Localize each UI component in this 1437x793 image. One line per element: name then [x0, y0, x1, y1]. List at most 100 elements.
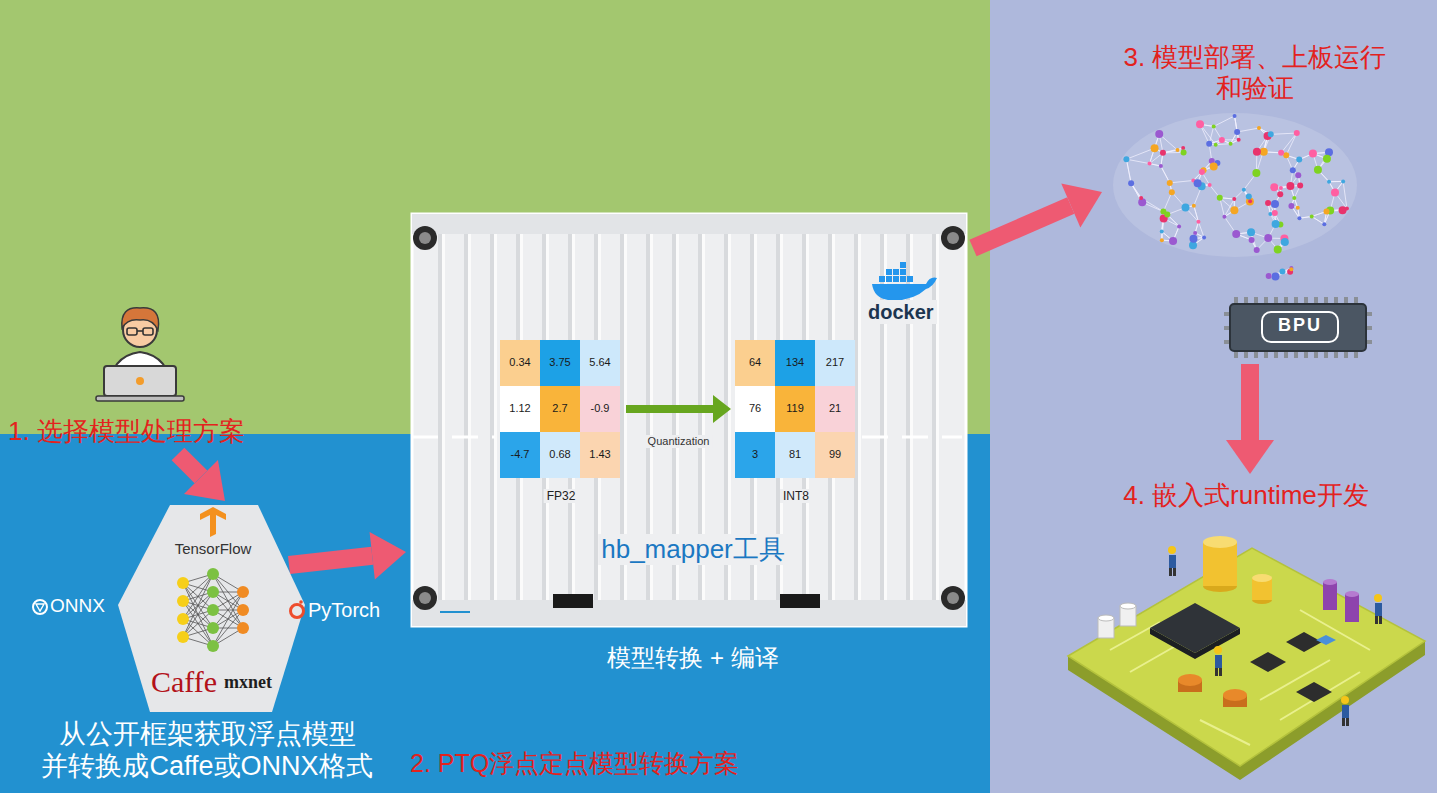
network-neuron [177, 631, 189, 643]
int8-matrix: 64134217761192138199INT8 [735, 340, 857, 506]
brain-dot [1271, 200, 1279, 208]
shipping-container [419, 232, 431, 244]
shipping-container [412, 600, 966, 626]
bpu-chip [1230, 304, 1366, 351]
bpu-chip-box: BPU [1222, 295, 1377, 360]
step-box: 1. 选择模型处理方案 [4, 413, 249, 451]
brain-dot [1139, 196, 1143, 200]
network-neuron [207, 604, 219, 616]
brain-link [1131, 183, 1142, 202]
brain-dot [1268, 212, 1272, 216]
docker-whale-logo [900, 276, 906, 282]
brain-dot [1292, 196, 1296, 200]
brain-dot [1277, 191, 1283, 197]
caption-text: 从公开框架获取浮点模型 并转换成Caffe或ONNX格式 [27, 718, 387, 783]
brain-dot [1189, 235, 1197, 243]
developer-icon [96, 396, 184, 401]
pytorch-logo [291, 605, 304, 618]
caption-text-holder: 模型转换 + 编译 [607, 644, 778, 673]
matrix-cell: 3 [735, 432, 775, 478]
brain-dot [1279, 186, 1283, 190]
brain-dot [1167, 180, 1173, 186]
brain-dot [1202, 235, 1206, 239]
onnx-logo [36, 604, 44, 611]
matrix-value: 3.75 [549, 356, 570, 369]
matrix-value: 64 [749, 356, 761, 369]
matrix-value: 1.43 [589, 448, 610, 461]
edge-label: Quantization [645, 435, 713, 448]
flow-arrow [289, 556, 372, 565]
circuit-board [1173, 568, 1176, 576]
brain-dot [1345, 207, 1349, 211]
framework-name: Caffe [151, 664, 217, 700]
circuit-board [1150, 603, 1240, 653]
framework-name-holder: ONNX [50, 595, 105, 618]
brain-dot [1196, 220, 1200, 224]
network-neuron [237, 622, 249, 634]
shipping-container [553, 594, 593, 608]
brain-dot [1194, 179, 1202, 187]
step-label-holder: 1. 选择模型处理方案 [8, 416, 245, 447]
brain-network [1113, 113, 1357, 257]
brain-dot [1310, 214, 1314, 218]
framework-name-holder: Caffe [151, 664, 217, 700]
brain-link [1170, 180, 1194, 182]
shipping-container [412, 214, 966, 626]
matrix-value: 119 [786, 402, 804, 415]
circuit-board [1110, 610, 1370, 745]
brain-dot [1272, 220, 1280, 228]
circuit-board [1203, 542, 1237, 586]
framework-name-holder: TensorFlow [175, 540, 252, 558]
brain-dot [1155, 130, 1163, 138]
matrix-cell: 134 [775, 340, 815, 386]
pytorch-logo [299, 600, 303, 604]
brain-dot [1322, 222, 1326, 226]
brain-dot [1314, 166, 1322, 174]
brain-dot [1128, 180, 1134, 186]
brain-dot [1219, 137, 1225, 143]
docker-whale-logo [900, 262, 906, 268]
circuit-board [1341, 696, 1349, 704]
matrix-cell: -4.7 [500, 432, 540, 478]
dashed-divider [862, 436, 962, 439]
shipping-container [412, 214, 966, 626]
brain-link [1126, 159, 1149, 163]
docker-whale-logo [879, 276, 885, 282]
step-label-holder: 3. 模型部署、上板运行 和验证 [1105, 42, 1405, 104]
brain-dot [1260, 148, 1268, 156]
chip-label-holder: BPU [1278, 315, 1322, 337]
brain-dot [1222, 215, 1226, 219]
step-label-holder: 4. 嵌入式runtime开发 [1123, 480, 1369, 511]
brain-dot [1246, 194, 1252, 200]
edge-label-holder: Quantization [645, 431, 713, 449]
framework-name: ONNX [50, 595, 105, 618]
runtime-stage: 4. 嵌入式runtime开发 [1060, 478, 1432, 788]
circuit-board [1223, 689, 1247, 701]
brain-dot [1290, 167, 1296, 173]
brain-dot [1286, 182, 1294, 190]
docker-whale-logo [893, 276, 899, 282]
brain-dot [1232, 197, 1236, 201]
docker-whale-logo [872, 262, 937, 300]
circuit-board [1296, 682, 1332, 702]
brain-dot [1169, 237, 1177, 245]
bpu-chip [1224, 297, 1372, 358]
brain-dot [1249, 237, 1255, 243]
circuit-board [1316, 635, 1336, 645]
brain-dot [1283, 152, 1289, 158]
brain-dot [1297, 183, 1303, 189]
shipping-container [941, 226, 965, 250]
brain-dot [1193, 231, 1197, 235]
developer-icon [143, 328, 153, 335]
circuit-board [1379, 616, 1382, 624]
onnx-logo [33, 600, 47, 614]
brain-link [1329, 181, 1343, 182]
step-label-holder: 2. PTQ浮点定点模型转换方案 [410, 748, 739, 778]
brain-link [1216, 144, 1231, 145]
docker-container: dockerhb_mapper工具模型转换 + 编译0.343.755.641.… [410, 212, 968, 687]
brain-link [1126, 148, 1154, 159]
matrix-value: 2.7 [552, 402, 567, 415]
brain-dot [1229, 142, 1233, 146]
matrix-caption: FP32 [544, 489, 579, 503]
